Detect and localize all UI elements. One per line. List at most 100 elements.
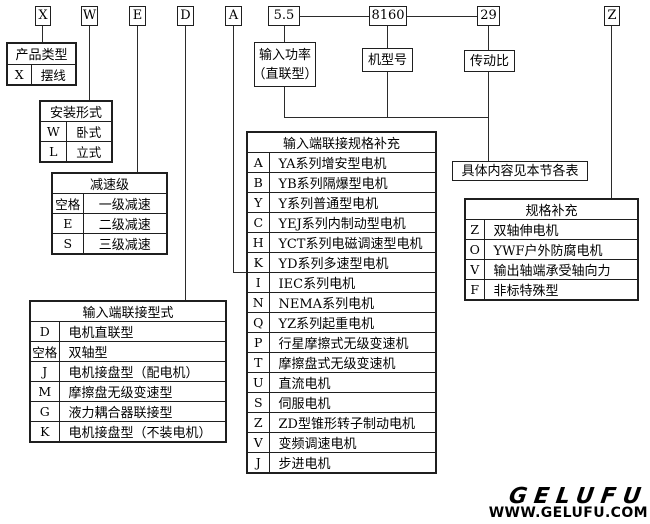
key-cell: S — [246, 392, 270, 413]
value-cell: 双轴伸电机 — [483, 219, 639, 240]
value-cell: NEMA系列电机 — [268, 292, 437, 313]
value-cell: 摆线 — [30, 63, 77, 86]
table-row: V 变频调速电机 — [246, 432, 437, 453]
key-cell: V — [464, 259, 485, 280]
table-title: 输入端联接规格补充 — [246, 131, 437, 153]
value-cell: 伺服电机 — [268, 392, 437, 413]
key-cell: K — [29, 421, 60, 443]
table-title: 规格补充 — [464, 198, 639, 220]
ratio-box: 传动比 — [464, 50, 515, 72]
connector-model-lower — [387, 72, 388, 118]
value-cell: 三级减速 — [82, 233, 168, 255]
table-row: Y Y系列普通型电机 — [246, 192, 437, 213]
value-cell: 卧式 — [65, 121, 113, 142]
code-box-product-type: X — [35, 6, 51, 26]
key-cell: Z — [464, 219, 485, 240]
value-cell: YA系列增安型电机 — [268, 152, 437, 173]
value-cell: 摩擦盘无级变速型 — [58, 381, 227, 402]
table-row: Z ZD型锥形转子制动电机 — [246, 412, 437, 433]
table-row: O YWF户外防腐电机 — [464, 239, 639, 260]
value-cell: YCT系列电磁调速型电机 — [268, 232, 437, 253]
value-cell: YB系列隔爆型电机 — [268, 172, 437, 193]
value-cell: YEJ系列内制动型电机 — [268, 212, 437, 233]
table-row: C YEJ系列内制动型电机 — [246, 212, 437, 233]
code-box-model: 8160 — [369, 6, 407, 26]
value-cell: YZ系列起重电机 — [268, 312, 437, 333]
table-row: M 摩擦盘无级变速型 — [29, 381, 227, 402]
table-row: V 输出轴端承受轴向力 — [464, 259, 639, 280]
table-row: S 三级减速 — [51, 233, 168, 255]
input-spec-table: 输入端联接规格补充 A YA系列增安型电机 B YB系列隔爆型电机 Y Y系列普… — [246, 131, 437, 474]
product-type-table: 产品类型 X 摆线 — [6, 42, 77, 86]
value-cell: 直流电机 — [268, 372, 437, 393]
key-cell: J — [29, 361, 60, 382]
key-cell: C — [246, 212, 270, 233]
key-cell: H — [246, 232, 270, 253]
key-cell: Q — [246, 312, 270, 333]
value-cell: 电机接盘型（不装电机） — [58, 421, 227, 443]
value-cell: 一级减速 — [82, 193, 168, 214]
key-cell: M — [29, 381, 60, 402]
input-connection-table: 输入端联接型式 D 电机直联型 空格 双轴型 J 电机接盘型（配电机） M 摩擦… — [29, 300, 227, 443]
key-cell: A — [246, 152, 270, 173]
value-cell: ZD型锥形转子制动电机 — [268, 412, 437, 433]
connector-e — [137, 25, 138, 173]
see-tables-box: 具体内容见本节各表 — [452, 161, 588, 181]
table-row: 空格 一级减速 — [51, 193, 168, 214]
mounting-table: 安装形式 W 卧式 L 立式 — [39, 100, 113, 163]
table-row: U 直流电机 — [246, 372, 437, 393]
connector-ratio-upper — [488, 25, 489, 51]
key-cell: Y — [246, 192, 270, 213]
gelufu-website-text: WWW.GELUFU.COM — [488, 505, 648, 521]
table-row: B YB系列隔爆型电机 — [246, 172, 437, 193]
connector-z — [611, 25, 612, 199]
table-title: 输入端联接型式 — [29, 300, 227, 322]
key-cell: T — [246, 352, 270, 373]
stages-table: 减速级 空格 一级减速 E 二级减速 S 三级减速 — [51, 172, 168, 255]
connector-d — [185, 25, 186, 301]
table-row: X 摆线 — [6, 63, 77, 86]
key-cell: Z — [246, 412, 270, 433]
table-row: P 行星摩擦式无级变速机 — [246, 332, 437, 353]
table-row: W 卧式 — [39, 121, 113, 142]
code-box-power: 5.5 — [268, 6, 300, 26]
key-cell: P — [246, 332, 270, 353]
table-row: K 电机接盘型（不装电机） — [29, 421, 227, 443]
value-cell: Y系列普通型电机 — [268, 192, 437, 213]
connector-mid-horizontal — [284, 117, 489, 118]
table-row: J 电机接盘型（配电机） — [29, 361, 227, 382]
table-title: 产品类型 — [6, 42, 77, 65]
table-row: A YA系列增安型电机 — [246, 152, 437, 173]
key-cell: I — [246, 272, 270, 293]
connector-a-horizontal — [233, 272, 247, 273]
value-cell: 输出轴端承受轴向力 — [483, 259, 639, 280]
key-cell: K — [246, 252, 270, 273]
value-cell: 立式 — [65, 141, 113, 163]
input-power-line1: 输入功率 — [258, 47, 311, 63]
value-cell: 摩擦盘式无级变速机 — [268, 352, 437, 373]
value-cell: YWF户外防腐电机 — [483, 239, 639, 260]
table-row: K YD系列多速型电机 — [246, 252, 437, 273]
key-cell: B — [246, 172, 270, 193]
key-cell: S — [51, 233, 84, 255]
table-row: G 液力耦合器联接型 — [29, 401, 227, 422]
key-cell: N — [246, 292, 270, 313]
key-cell: 空格 — [29, 341, 60, 362]
table-row: F 非标特殊型 — [464, 279, 639, 301]
connector-power-upper — [284, 25, 285, 43]
value-cell: 非标特殊型 — [483, 279, 639, 301]
connector-power-lower — [284, 87, 285, 118]
table-row: T 摩擦盘式无级变速机 — [246, 352, 437, 373]
table-row: H YCT系列电磁调速型电机 — [246, 232, 437, 253]
key-cell: G — [29, 401, 60, 422]
key-cell: O — [464, 239, 485, 260]
code-box-ratio: 29 — [477, 6, 500, 26]
table-row: N NEMA系列电机 — [246, 292, 437, 313]
key-cell: E — [51, 213, 84, 234]
key-cell: F — [464, 279, 485, 301]
code-box-stages: E — [129, 6, 146, 26]
key-cell: J — [246, 452, 270, 474]
code-box-spec-supplement: Z — [604, 6, 620, 26]
table-row: J 步进电机 — [246, 452, 437, 474]
